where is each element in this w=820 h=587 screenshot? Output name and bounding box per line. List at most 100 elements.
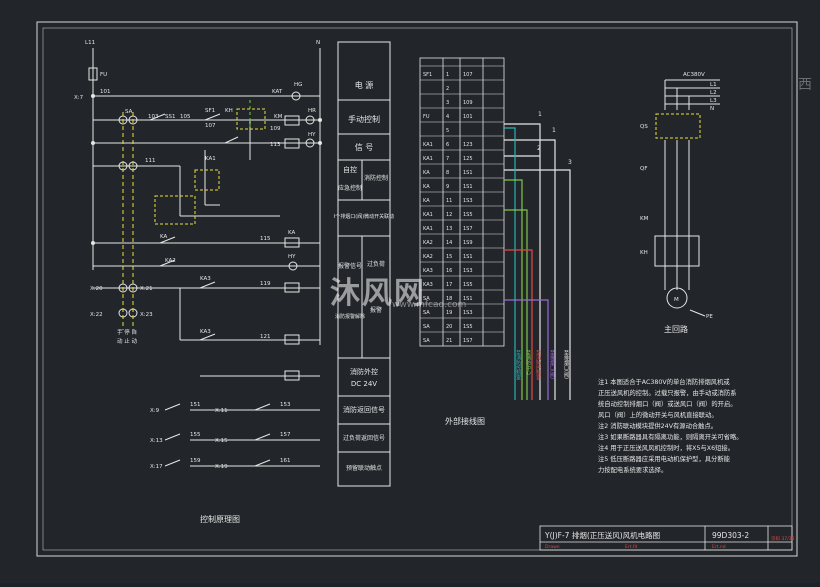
- terminal-cell: KA: [423, 198, 430, 204]
- note-line: 注4 用于正压送风风机控制时，将X5与X6短接。: [598, 443, 734, 452]
- label-hg: HG: [294, 82, 302, 88]
- terminal-cell: 21: [446, 338, 452, 344]
- terminal-cell: SA: [423, 324, 430, 330]
- terminal-cell: 4: [446, 114, 449, 120]
- ext-vlabel-1: 至消防控制室: [515, 350, 521, 380]
- external-wires: [504, 123, 571, 400]
- external-wiring-title: 外部接线图: [445, 416, 485, 426]
- terminal-cell: KA1: [423, 156, 433, 162]
- terminal-cell: 1S3: [463, 310, 473, 316]
- ext-tag-4: 3: [568, 159, 572, 166]
- main-circuit-title: 主回路: [664, 324, 688, 334]
- ml-l2: L2: [710, 90, 717, 96]
- label-157: 157: [280, 432, 291, 438]
- terminal-cell: 101: [463, 114, 473, 120]
- main-circuit: [654, 79, 720, 317]
- label-ka1: KA1: [205, 156, 216, 162]
- label-ka3: KA3: [200, 276, 211, 282]
- terminal-cell: 1S7: [463, 338, 473, 344]
- ml-qs: QS: [640, 124, 648, 130]
- terminal-cell: KA2: [423, 240, 433, 246]
- ext-vlabel-3: 至消防控制室: [535, 350, 541, 380]
- ml-kh: KH: [640, 250, 648, 256]
- qs-box: [655, 113, 701, 139]
- terminal-cell: 123: [463, 142, 473, 148]
- label-x7: X:7: [74, 95, 84, 101]
- fn-manual: 手动控制: [348, 114, 380, 124]
- label-l11: L11: [85, 40, 95, 46]
- label-x23: X:23: [140, 312, 153, 318]
- label-155: 155: [190, 432, 201, 438]
- terminal-cell: 16: [446, 268, 452, 274]
- fn-auto: 自控: [343, 165, 357, 174]
- label-x22: X:22: [90, 312, 103, 318]
- terminal-cell: KA1: [423, 142, 433, 148]
- label-x13: X:13: [150, 438, 163, 444]
- fn-fire-alarm-clear: 消防报警解除: [335, 313, 365, 320]
- fn-fire-return: 消防返回信号: [343, 405, 385, 414]
- terminal-cell: 7: [446, 156, 449, 162]
- note-line: 正压送风机的控制。过载只报警，由手动或消防系: [598, 388, 737, 397]
- label-153: 153: [280, 402, 291, 408]
- fn-overload: 过负荷: [367, 260, 385, 268]
- ext-vlabel-4: 至排烟口(阀): [549, 350, 555, 379]
- terminal-cell: KA1: [423, 212, 433, 218]
- ml-l1: L1: [710, 82, 717, 88]
- terminal-cell: 1S3: [463, 198, 473, 204]
- label-manual2: 动 止 动: [117, 337, 137, 345]
- function-labels: 电 源 手动控制 信 号 自控 应急控制 消防控制 Ⅰ个排烟口(阀)微动开关联动…: [334, 80, 394, 472]
- fn-alarm: 报警: [370, 306, 382, 314]
- terminal-cell: 1S5: [463, 212, 473, 218]
- label-x15: X:15: [215, 438, 228, 444]
- label-fu: FU: [100, 72, 107, 78]
- terminal-cell: 9: [446, 184, 449, 190]
- label-151: 151: [190, 402, 201, 408]
- terminal-cell: KA: [423, 184, 430, 190]
- terminal-cell: 1S1: [463, 296, 473, 302]
- label-km-coil: KM: [274, 114, 283, 120]
- terminal-cell: 107: [463, 72, 473, 78]
- label-113: 113: [270, 142, 281, 148]
- terminal-cell: 1S3: [463, 268, 473, 274]
- terminal-cell: 11: [446, 198, 452, 204]
- watermark-url: www.mfcad.com: [392, 300, 467, 310]
- label-105: 105: [180, 114, 191, 120]
- ext-vertical-labels: 至消防控制室 至消防中心 至消防控制室 至排烟口(阀) 至排烟口(阀): [515, 350, 569, 380]
- fn-overload-return: 过负荷返回信号: [343, 434, 385, 442]
- label-x19: X:19: [215, 464, 228, 470]
- ext-tag-1: 1: [538, 111, 542, 118]
- terminal-cell: 19: [446, 310, 452, 316]
- tb-mid: Ert.fd: [625, 544, 637, 550]
- fn-power: 电 源: [355, 80, 374, 90]
- label-x20: X:20: [90, 286, 103, 292]
- ext-tag-2: 1: [552, 127, 556, 134]
- label-111: 111: [145, 158, 156, 164]
- notes-block: 注1 本图适合于AC380V的单台消防排烟风机或正压送风机的控制。过载只报警，由…: [598, 377, 743, 474]
- ml-l3: L3: [710, 98, 717, 104]
- note-line: 注1 本图适合于AC380V的单台消防排烟风机或: [598, 377, 730, 386]
- terminal-cell: SA: [423, 296, 430, 302]
- terminal-cell: 1S5: [463, 282, 473, 288]
- label-kat: KAT: [272, 89, 283, 95]
- label-159: 159: [190, 458, 201, 464]
- ext-vlabel-2: 至消防中心: [525, 350, 531, 375]
- fn-dc24: DC 24V: [351, 380, 377, 388]
- terminal-cell: 14: [446, 240, 452, 246]
- terminal-cell: 20: [446, 324, 452, 330]
- terminal-cell: SA: [423, 338, 430, 344]
- label-x9: X:9: [150, 408, 160, 414]
- fn-alarm-signal: 报警信号: [338, 262, 362, 270]
- tb-drawn: Drawn: [545, 544, 560, 550]
- label-103: 103: [148, 114, 159, 120]
- title-block: [539, 525, 793, 551]
- inner-frame: [42, 27, 793, 551]
- note-line: 注5 低压断路器应采用电动机保护型，具分断能: [598, 454, 731, 463]
- ml-ac: AC380V: [683, 72, 705, 78]
- terminal-cell: 18: [446, 296, 452, 302]
- label-hy2: HY: [288, 254, 296, 260]
- terminal-cell: KA2: [423, 254, 433, 260]
- terminal-cell: 1S7: [463, 226, 473, 232]
- label-ka: KA: [160, 234, 168, 240]
